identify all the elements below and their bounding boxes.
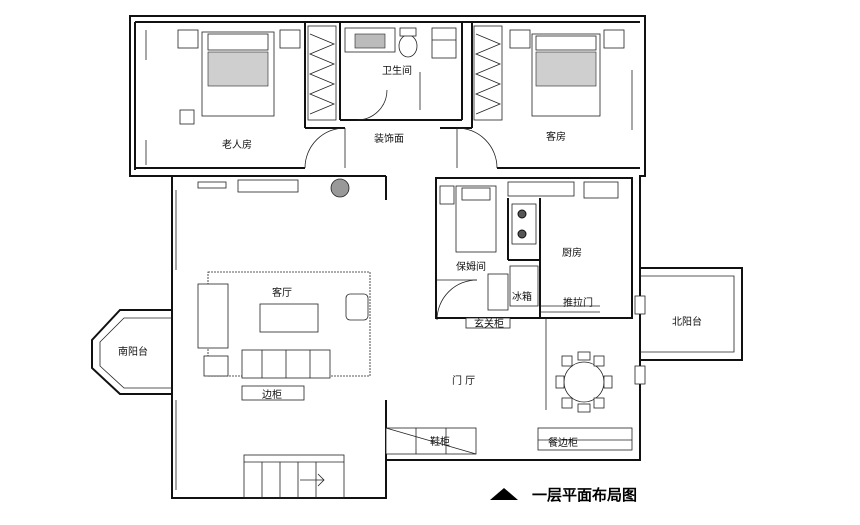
title-arrow-icon: [490, 488, 518, 500]
south-balcony: [91, 309, 172, 395]
wardrobes: [307, 25, 503, 121]
dining-set: [555, 351, 613, 413]
label-kitchen: 厨房: [562, 246, 582, 259]
label-entry-cabinet: 玄关柜: [474, 317, 504, 330]
label-shoe-cabinet: 鞋柜: [430, 435, 450, 448]
stairs: [243, 454, 345, 499]
north-balcony: [634, 267, 743, 385]
label-elder-bedroom: 老人房: [222, 138, 252, 151]
living-room-furniture: [197, 178, 371, 401]
label-guest-room: 客房: [546, 130, 566, 143]
label-bathroom: 卫生间: [382, 64, 412, 77]
service-area-walls: [435, 177, 633, 319]
label-fridge: 冰箱: [512, 290, 532, 303]
label-living-room: 客厅: [272, 286, 292, 299]
label-side-cabinet: 边柜: [262, 388, 282, 401]
label-south-balcony: 南阳台: [118, 345, 148, 358]
label-nanny-room: 保姆间: [456, 260, 486, 273]
label-sideboard: 餐边柜: [548, 436, 578, 449]
label-north-balcony: 北阳台: [672, 315, 702, 328]
cabinets: [385, 427, 633, 455]
bathroom-fixtures: [344, 27, 457, 110]
plan-title: 一层平面布局图: [532, 486, 637, 504]
guest-room-furniture: [509, 29, 633, 130]
doors: [304, 89, 498, 321]
label-sliding-door: 推拉门: [563, 296, 593, 309]
label-decor-wall: 装饰面: [374, 132, 404, 145]
service-area-furniture: [439, 181, 619, 410]
label-foyer: 门 厅: [452, 374, 475, 387]
elder-bedroom-furniture: [145, 29, 301, 165]
